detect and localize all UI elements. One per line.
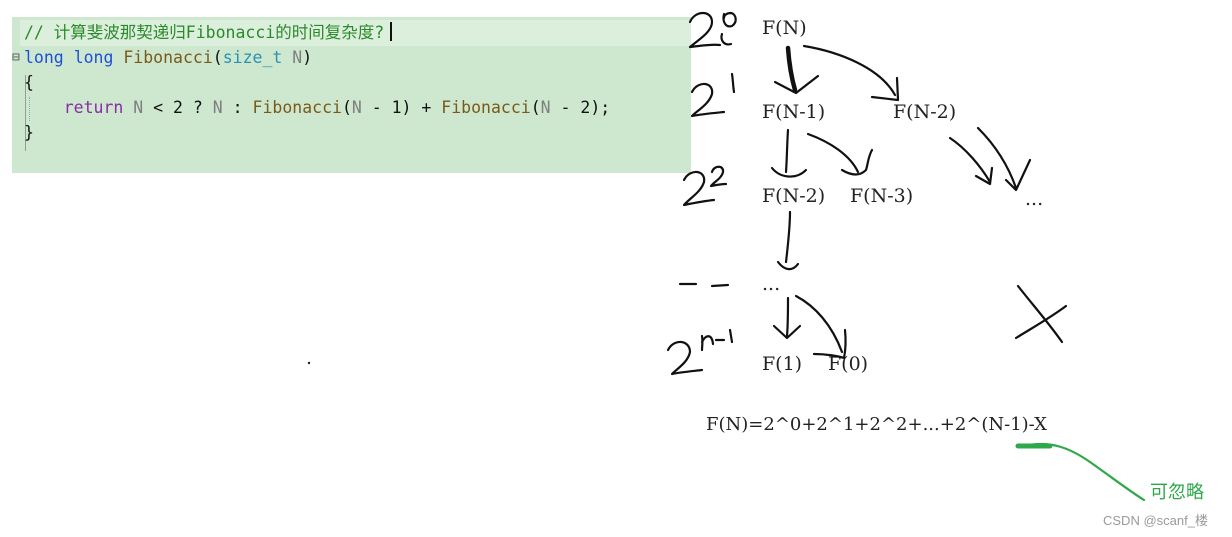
code-comment: // 计算斐波那契递归Fibonacci的时间复杂度? — [24, 21, 393, 45]
node-f-0: F(0) — [828, 353, 868, 375]
arrowhead — [974, 166, 994, 186]
arrowhead — [1004, 158, 1032, 192]
node-f-n-minus-1: F(N-1) — [762, 101, 825, 123]
node-f-n-minus-2: F(N-2) — [893, 101, 956, 123]
stray-dot — [307, 361, 311, 365]
level-label-2-pow-0 — [688, 11, 737, 49]
comment-text: // 计算斐波那契递归Fibonacci的时间复杂度? — [24, 23, 385, 42]
keyword-long: long — [73, 48, 114, 67]
function-call: Fibonacci — [252, 98, 342, 117]
code-brace-open: { — [24, 71, 34, 95]
brace: } — [24, 123, 34, 142]
edge-to-ellipsis — [784, 210, 792, 264]
code-brace-close: } — [24, 121, 34, 145]
arrowhead — [772, 324, 802, 340]
function-call: Fibonacci — [441, 98, 531, 117]
code-text: - 2); — [550, 98, 611, 117]
edge-root-right — [802, 44, 897, 97]
indent-guide — [29, 97, 31, 121]
code-text: - 1) + — [361, 98, 442, 117]
paren: ( — [530, 98, 541, 117]
keyword-long: long — [24, 48, 64, 67]
fold-collapse-icon[interactable]: ⊟ — [12, 50, 20, 65]
edge-root-left — [785, 45, 798, 93]
edge-n1-right — [806, 132, 860, 174]
arrowhead — [773, 74, 820, 95]
paren: ( — [212, 48, 223, 67]
param-ref: N — [212, 98, 223, 117]
text-caret — [390, 22, 393, 41]
brace: { — [24, 73, 34, 92]
param-ref: N — [540, 98, 551, 117]
arrowhead — [870, 76, 900, 102]
cross-mark — [1014, 304, 1068, 340]
code-text: : — [222, 98, 253, 117]
ignorable-note: 可忽略 — [1150, 482, 1204, 503]
param-name: N — [292, 48, 303, 67]
current-line-highlight — [20, 20, 691, 46]
node-f-n-minus-2-left: F(N-2) — [762, 185, 825, 207]
brace-guide — [25, 75, 26, 151]
edge-n1-left — [784, 128, 790, 174]
complexity-formula: F(N)=2^0+2^1+2^2+...+2^(N-1)-X — [706, 414, 1047, 435]
level-label-2-pow-n-minus-1 — [666, 328, 734, 376]
level-label-2-pow-2 — [682, 165, 728, 207]
node-f-1: F(1) — [762, 353, 802, 375]
keyword-return: return — [63, 98, 124, 117]
level-label-2-pow-1 — [690, 72, 736, 118]
node-ellipsis-middle: ... — [762, 273, 780, 295]
edge-to-f1 — [785, 296, 790, 338]
edge-n2-left — [948, 136, 992, 184]
code-editor-panel[interactable]: ⊟ // 计算斐波那契递归Fibonacci的时间复杂度? long long … — [12, 17, 691, 173]
edge-to-f0 — [794, 294, 844, 354]
node-f-n-minus-3: F(N-3) — [850, 185, 913, 207]
param-ref: N — [133, 98, 144, 117]
paren: ) — [302, 48, 313, 67]
watermark: CSDN @scanf_楼 — [1103, 513, 1208, 528]
paren: ( — [341, 98, 352, 117]
code-return-line: return N < 2 ? N : Fibonacci(N - 1) + Fi… — [24, 96, 610, 120]
node-f-n: F(N) — [762, 17, 807, 39]
level-label-dashes — [678, 282, 730, 288]
arrowhead — [776, 260, 800, 271]
arrowhead — [770, 166, 808, 178]
cross-mark — [1016, 284, 1064, 344]
code-text: < 2 ? — [143, 98, 213, 117]
tree-edges — [770, 44, 1068, 360]
code-signature: long long Fibonacci(size_t N) — [24, 46, 312, 70]
function-name: Fibonacci — [123, 48, 213, 67]
note-pointer-line — [1022, 442, 1146, 502]
param-ref: N — [351, 98, 362, 117]
param-type: size_t — [222, 48, 283, 67]
arrowhead — [812, 328, 847, 360]
node-ellipsis-right: ... — [1025, 188, 1043, 210]
arrowhead — [840, 148, 874, 176]
edge-n2-right — [976, 126, 1018, 190]
